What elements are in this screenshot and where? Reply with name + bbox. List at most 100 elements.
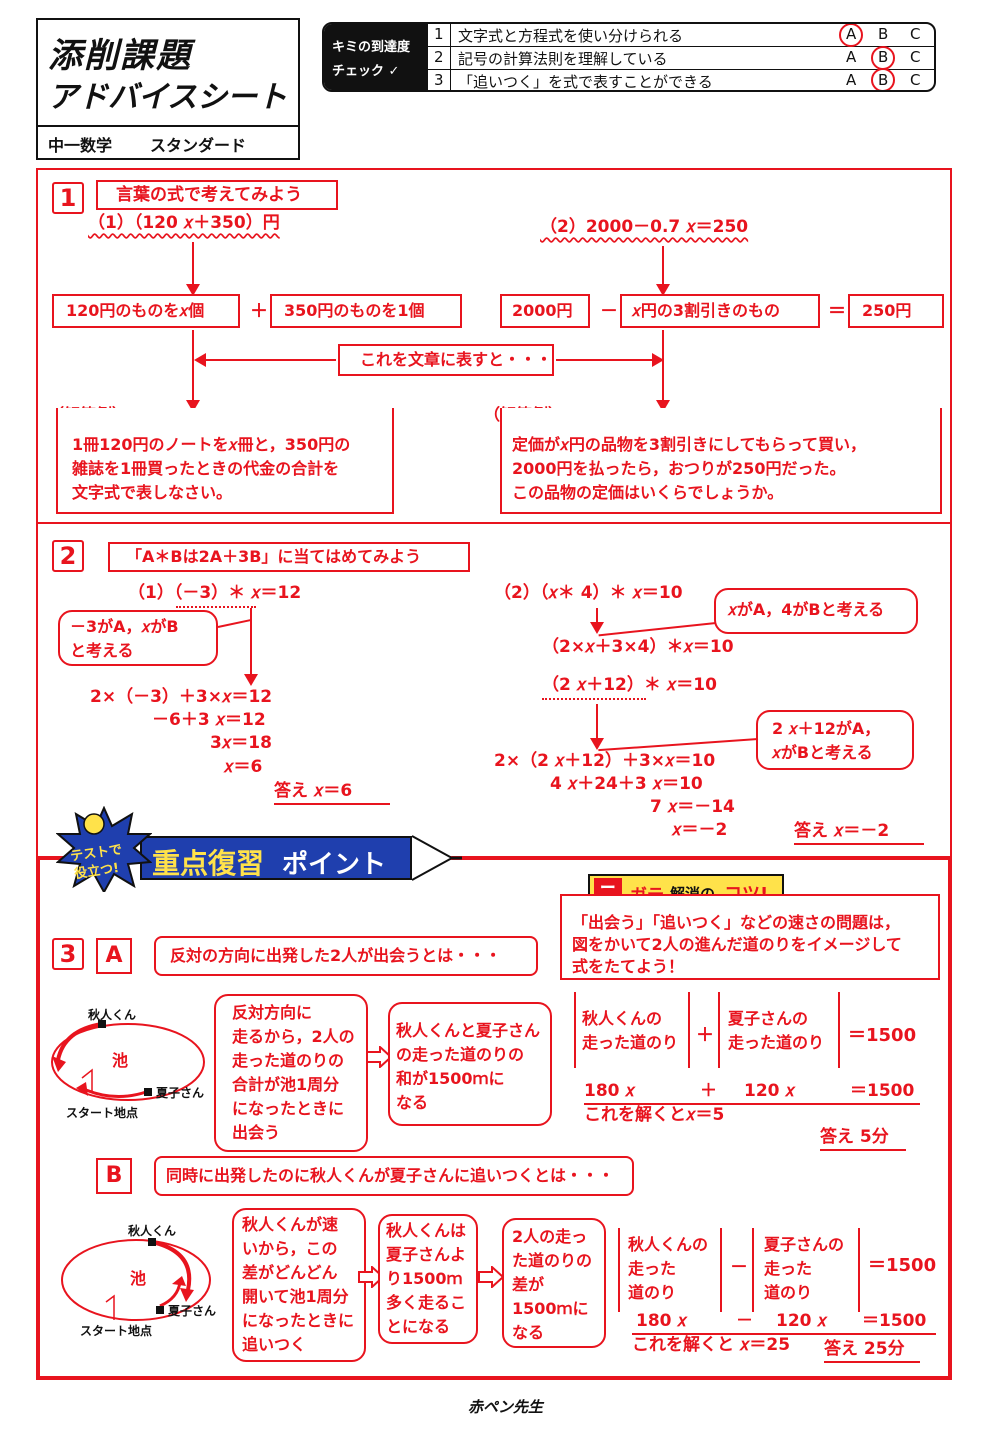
person1-b: 秋人くん	[128, 1224, 177, 1238]
pond-diagram-a	[51, 1020, 205, 1101]
start-a: スタート地点	[66, 1106, 139, 1120]
tip-line: 「出会う」「追いつく」などの速さの問題は，	[572, 913, 901, 932]
arrow-down	[590, 608, 604, 634]
person2-a: 夏子さん	[156, 1086, 205, 1100]
p1-step: 3𝑥＝18	[210, 733, 272, 753]
arrow-head-left	[194, 353, 206, 367]
banner-part1: 重点復習	[152, 847, 265, 880]
bracket-b2: 夏子さんの 走った 道のり	[752, 1228, 860, 1312]
p1-step: 2×（－3）＋3×𝑥＝12	[90, 687, 273, 707]
a-eq2-op: ＋	[700, 1081, 717, 1101]
b-answer: 答え 25分	[824, 1338, 920, 1363]
check-no: 2	[434, 48, 444, 66]
bubble-line: の走った道のりの	[396, 1045, 525, 1064]
bracket-line: 走った道のり	[728, 1033, 825, 1052]
bubble-line: なる	[512, 1323, 545, 1342]
box-a2: 350円のものを1個	[270, 294, 462, 328]
grade-a: A	[846, 48, 857, 66]
minus-sign: －	[600, 301, 618, 322]
a-eq2-left: 180 𝑥	[584, 1081, 635, 1101]
bubble-line: になったときに	[242, 1311, 355, 1330]
q1-expr1: （1）（120 𝑥＋350）円	[88, 212, 280, 235]
check-label-line1: キミの到達度	[332, 40, 411, 55]
p2-step: 𝑥＝－2	[672, 820, 728, 840]
answer-line: 定価が𝑥円の品物を3割引きにしてもらって買い，	[512, 435, 866, 454]
arrow-down	[590, 704, 604, 750]
connector-line	[662, 330, 664, 410]
q3-a-heading: 反対の方向に出発した2人が出会うとは・・・	[154, 936, 538, 976]
b-eq2-left: 180 𝑥	[636, 1311, 687, 1331]
connector-line	[556, 359, 658, 361]
bracket-line: 夏子さんの	[764, 1235, 845, 1254]
q1-expr2: （2）2000－0.7 𝑥＝250	[540, 216, 748, 239]
bubble-a1: 反対方向に 走るから，2人の 走った道のりの 合計が池1周分 になったときに 出…	[214, 994, 368, 1152]
person2-b: 夏子さん	[168, 1304, 217, 1318]
bubble-line: 出会う	[232, 1123, 281, 1142]
answer-line: 1冊120円のノートを𝑥冊と，350円の	[72, 435, 351, 454]
grade-circle	[871, 68, 895, 90]
check-label-box: キミの到達度 チェック ✓	[324, 24, 428, 90]
bracket-b1: 秋人くんの 走った 道のり	[618, 1228, 722, 1312]
double-arrow-icon	[366, 1046, 392, 1068]
double-arrow-icon	[358, 1266, 384, 1288]
pond-b-label: 池	[130, 1269, 147, 1288]
bubble-b1: 秋人くんが速 いから，この 差がどんどん 開いて池1周分 になったときに 追いつ…	[232, 1208, 366, 1362]
bracket-line: 道のり	[628, 1283, 677, 1302]
check-panel: キミの到達度 チェック ✓ 1 文字式と方程式を使い分けられる A B C 2 …	[322, 22, 936, 92]
p2-step: 2×（2 𝑥＋12）＋3×𝑥＝10	[494, 751, 716, 771]
q1-heading: 言葉の式で考えてみよう	[96, 180, 338, 210]
note-line: －3がA，𝑥がB	[70, 617, 179, 636]
b-eq2-underline	[632, 1333, 936, 1335]
check-text: 文字式と方程式を使い分けられる	[458, 27, 684, 45]
bracket-line: 走った	[628, 1259, 677, 1278]
p2-expr: （2）（𝑥＊ 4）＊ 𝑥＝10	[494, 583, 683, 603]
b-solve: これを解くと 𝑥＝25	[632, 1335, 791, 1355]
bubble-line: 2人の走っ	[512, 1227, 588, 1246]
p2-answer: 答え 𝑥＝－2	[794, 820, 924, 845]
q1-number: 1	[52, 182, 84, 214]
p2-note1: 𝑥がA，4がBと考える	[714, 588, 918, 634]
bubble-line: 秋人くんは	[386, 1221, 467, 1240]
title-line2: アドバイスシート	[48, 80, 288, 115]
review-banner: 重点復習 ポイント	[140, 836, 412, 880]
arrow-down	[186, 242, 200, 296]
bubble-line: 秋人くんと夏子さん	[396, 1021, 541, 1040]
note-pointer	[598, 622, 717, 637]
check-text: 「追いつく」を式で表すことができる	[458, 73, 713, 91]
a-eq2-mid: 120 𝑥	[744, 1081, 795, 1101]
tip-line: 図をかいて2人の進んだ道のりをイメージして	[572, 935, 902, 954]
grade-c: C	[910, 71, 921, 89]
p2-wavy	[542, 696, 646, 700]
connector-line	[198, 359, 336, 361]
p1-note: －3がA，𝑥がB と考える	[58, 610, 218, 666]
check-sep	[450, 70, 451, 90]
pond-diagram-b	[61, 1238, 211, 1321]
bubble-line: とになる	[386, 1317, 451, 1336]
b-op: －	[730, 1257, 748, 1278]
subject-label: 中一数学	[48, 136, 113, 155]
box-b1: 2000円	[500, 294, 590, 328]
title-block: 添削課題 アドバイスシート 中一数学 スタンダード	[36, 18, 300, 160]
b-eq2-right: ＝1500	[862, 1311, 927, 1331]
q3-b-label: B	[96, 1158, 132, 1194]
star-badge-icon	[56, 806, 152, 892]
p2-step1: （2×𝑥＋3×4）＊𝑥＝10	[542, 637, 734, 657]
check-sep	[450, 24, 451, 47]
bubble-line: 反対方向に	[232, 1003, 313, 1022]
bracket-line: 夏子さんの	[728, 1009, 809, 1028]
bracket-line: 秋人くんの	[582, 1009, 663, 1028]
p1-expr: （1）（－3）＊ 𝑥＝12	[128, 583, 302, 603]
bracket-a1: 秋人くんの 走った道のり	[574, 992, 690, 1068]
note-pointer	[217, 618, 252, 628]
q3-a-label: A	[96, 938, 132, 974]
bubble-line: になったときに	[232, 1099, 345, 1118]
grade-a: A	[846, 71, 857, 89]
bubble-line: 走った道のりの	[232, 1051, 345, 1070]
footer-logo: 赤ペン先生	[468, 1398, 544, 1416]
grade-b: B	[878, 25, 889, 43]
bubble-line: 和が1500ｍに	[396, 1069, 505, 1088]
bubble-line: 夏子さんよ	[386, 1245, 467, 1264]
bubble-line: いから，この	[242, 1239, 338, 1258]
arrow-head-right	[652, 353, 664, 367]
bubble-b2: 秋人くんは 夏子さんよ り1500ｍ 多く走るこ とになる	[378, 1214, 478, 1344]
